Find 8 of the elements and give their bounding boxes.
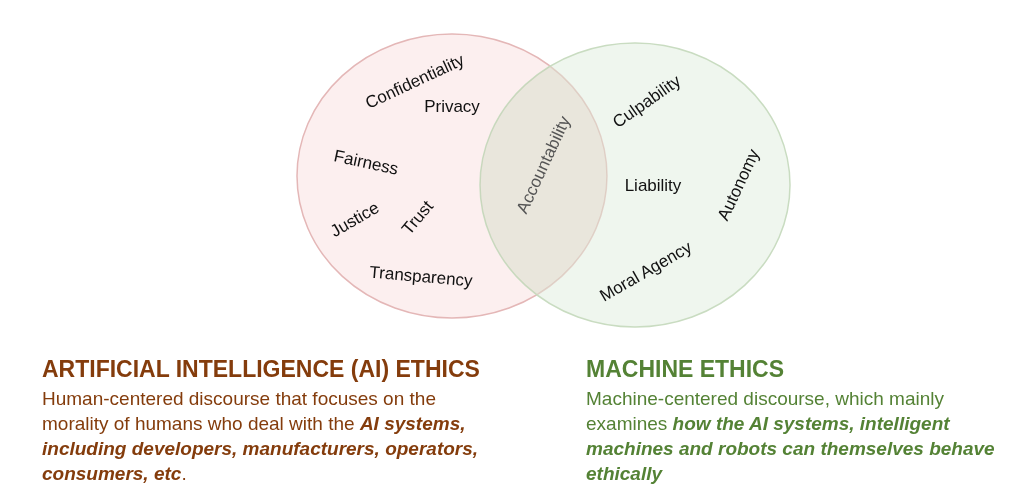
description-text: Machine-centered discourse, which mainly examines how the AI systems, intelligent machines and robots can themselves behave ethically — [586, 387, 996, 486]
description-text: Human-centered discourse that focuses on the morality of humans who deal with the AI systems, including developers, manufacturers, operators, consumers, etc. — [42, 387, 480, 486]
section-heading: ARTIFICIAL INTELLIGENCE (AI) ETHICS — [42, 356, 480, 382]
term-text: Liability — [624, 176, 682, 196]
venn-circle — [479, 42, 791, 328]
term-text: Fairness — [332, 146, 400, 180]
section-heading: MACHINE ETHICS — [586, 356, 785, 382]
term-text: Transparency — [368, 262, 474, 292]
